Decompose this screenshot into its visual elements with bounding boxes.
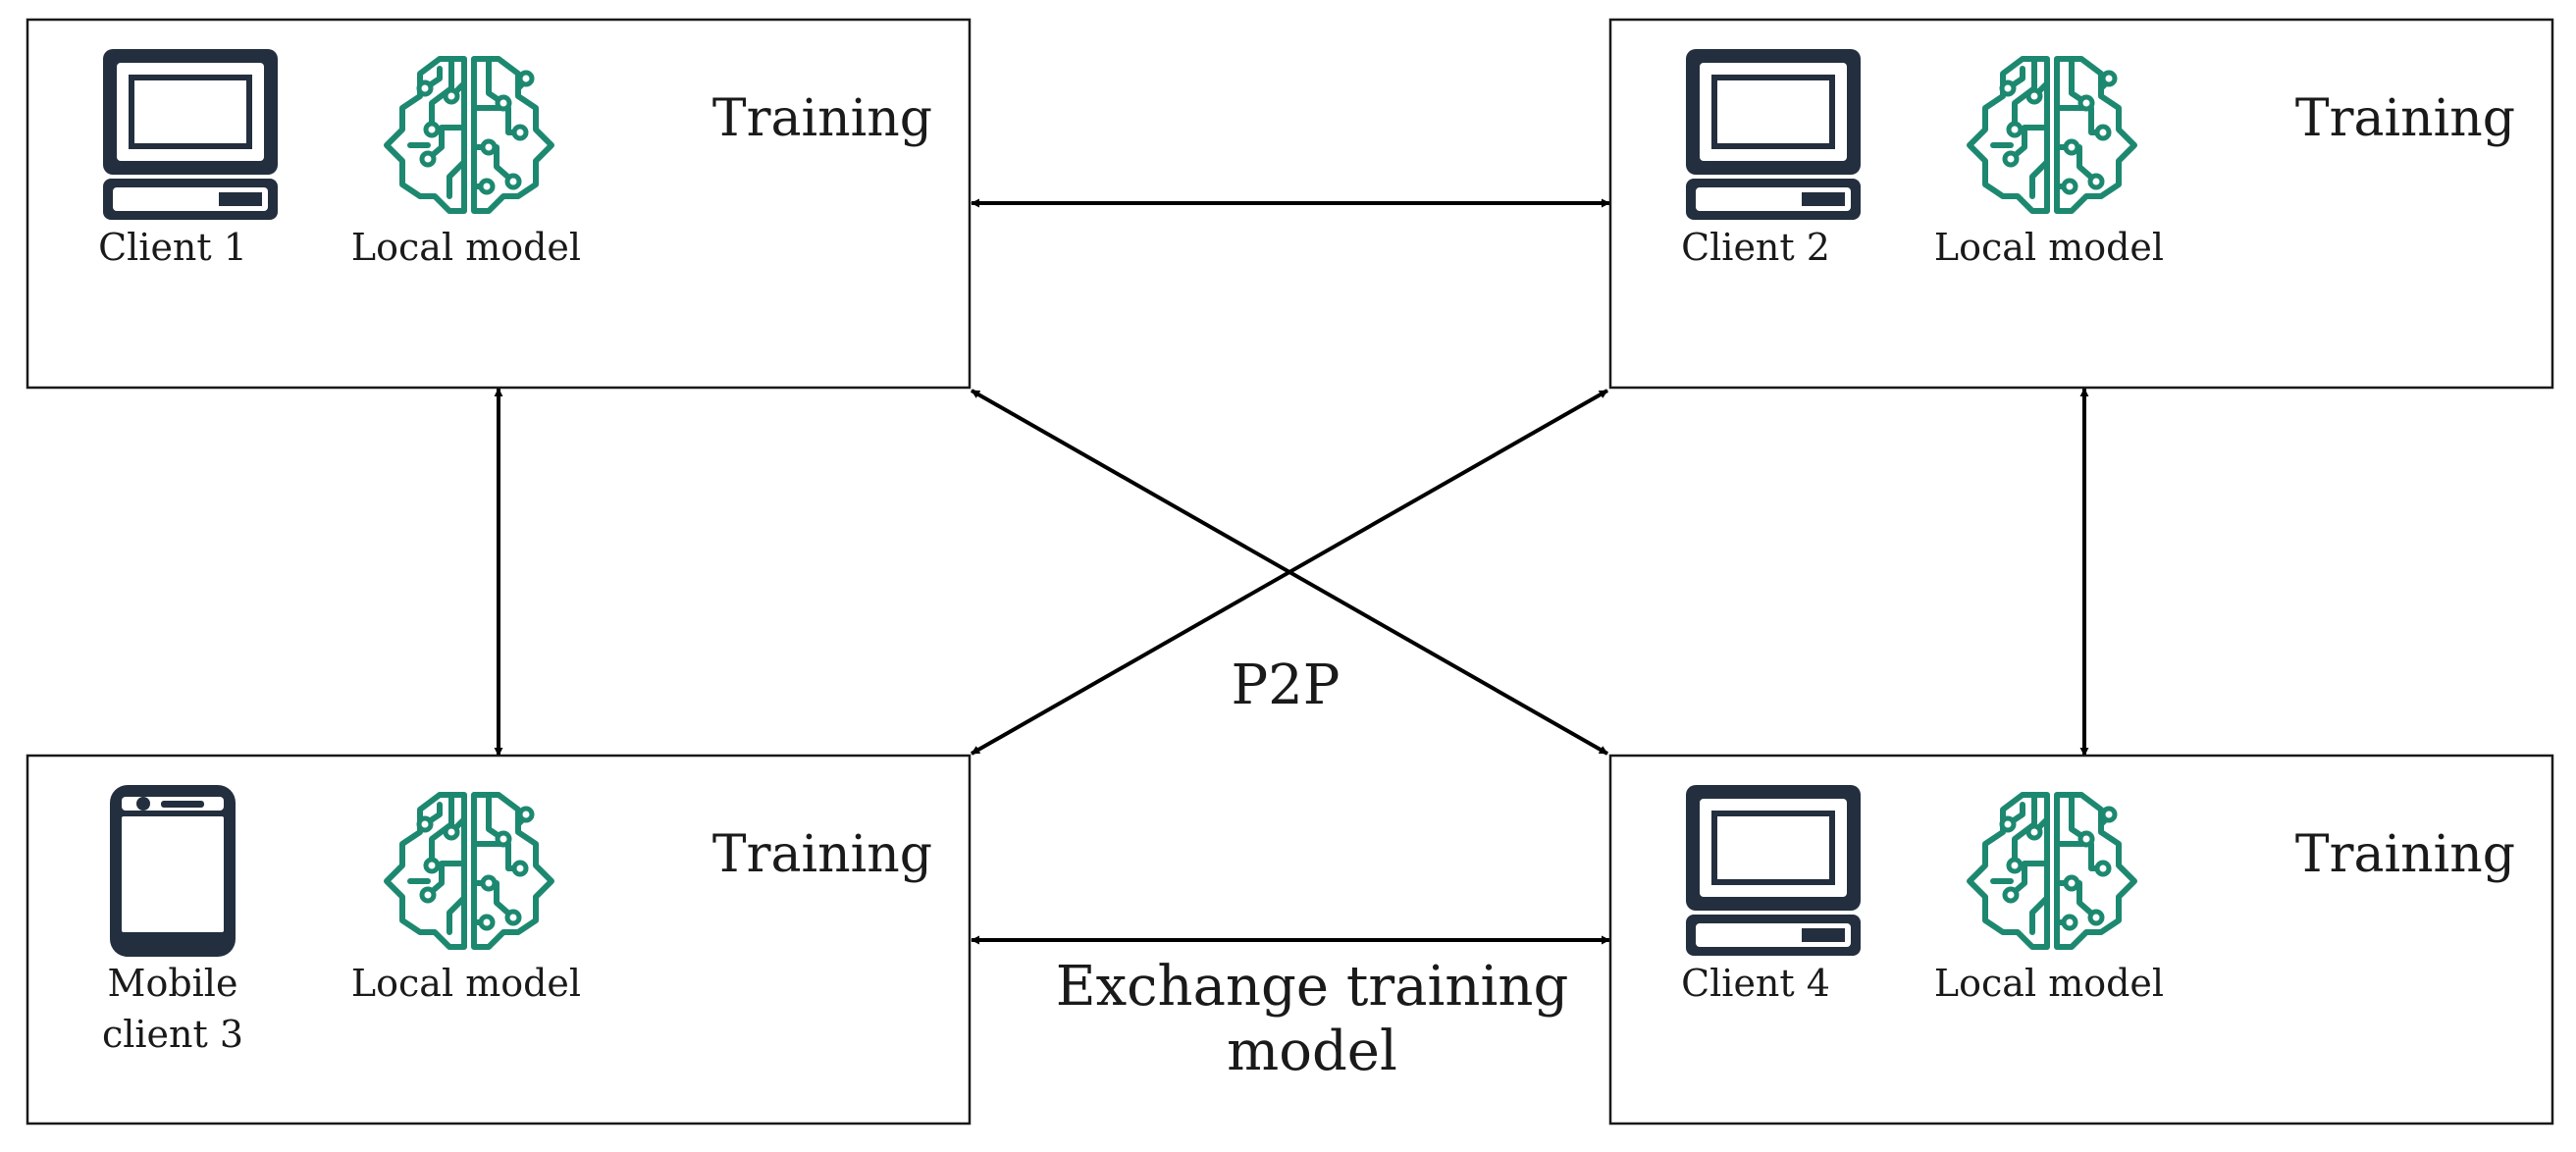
training-label: Training xyxy=(712,89,932,148)
device-label: client 3 xyxy=(102,1013,243,1056)
laptop-icon xyxy=(1686,49,1861,220)
edge-client2-client3 xyxy=(971,389,1608,756)
edges xyxy=(494,198,2089,945)
training-label: Training xyxy=(712,825,932,884)
device-label: Client 1 xyxy=(98,226,247,269)
node-client1: Client 1 Local model Training xyxy=(26,18,972,390)
node-client2: Client 2 Local model Training xyxy=(1608,18,2554,390)
laptop-icon xyxy=(1686,785,1861,956)
node-client3: Mobile client 3 Local model Training xyxy=(26,754,972,1126)
device-label: Client 2 xyxy=(1681,226,1830,269)
laptop-icon xyxy=(103,49,278,220)
training-label: Training xyxy=(2295,89,2515,148)
model-label: Local model xyxy=(1934,226,2164,269)
model-label: Local model xyxy=(351,226,581,269)
p2p-label: P2P xyxy=(1232,654,1341,717)
exchange-label-line2: model xyxy=(1227,1020,1397,1083)
mobile-phone-icon xyxy=(110,785,236,957)
device-label: Mobile xyxy=(108,962,238,1005)
exchange-label-line1: Exchange training xyxy=(1056,955,1569,1019)
device-label: Client 4 xyxy=(1681,962,1830,1005)
training-label: Training xyxy=(2295,825,2515,884)
model-label: Local model xyxy=(1934,962,2164,1005)
model-label: Local model xyxy=(351,962,581,1005)
node-client4: Client 4 Local model Training xyxy=(1608,754,2554,1126)
